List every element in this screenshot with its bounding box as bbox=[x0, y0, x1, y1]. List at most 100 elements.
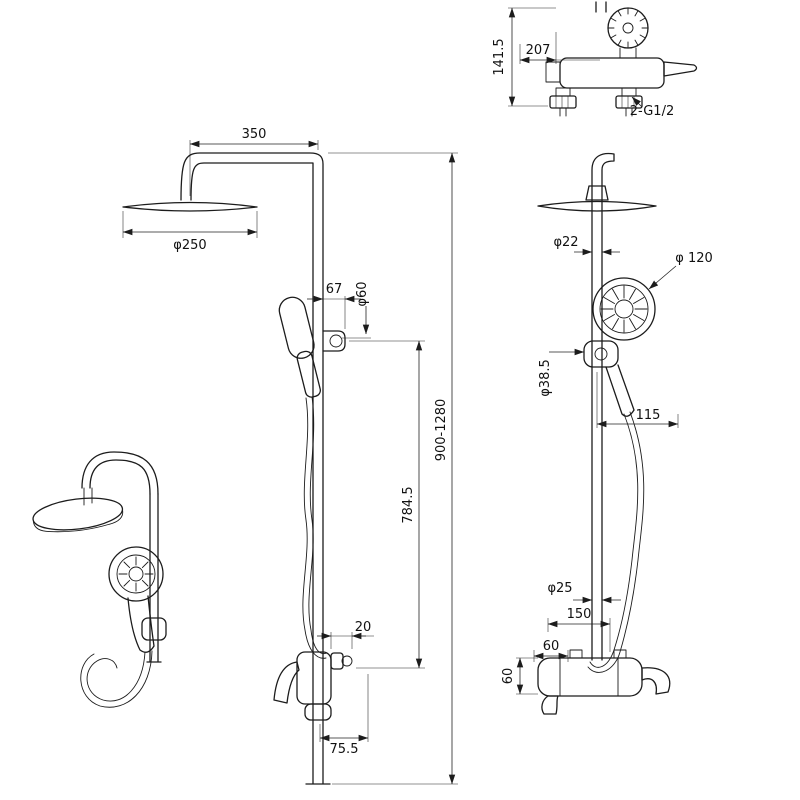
mixer-spout bbox=[304, 703, 332, 721]
riser-pipe bbox=[180, 152, 331, 785]
dim-total-height: 900-1280 bbox=[328, 152, 458, 785]
side-rain-head bbox=[537, 185, 657, 212]
detail-lever bbox=[663, 61, 698, 77]
dim-head-diameter-label: φ250 bbox=[173, 238, 206, 253]
detail-stub-right bbox=[621, 87, 637, 97]
dim-hand-shower-diameter: φ 120 bbox=[648, 251, 713, 290]
detail-nut-hatch bbox=[555, 96, 635, 108]
dim-outlet-offset: 20 bbox=[317, 620, 374, 649]
hand-shower-handle bbox=[296, 350, 321, 398]
hand-shower-face bbox=[592, 277, 656, 341]
side-holder-knob bbox=[594, 347, 608, 361]
dim-detail-height-label: 141.5 bbox=[492, 38, 507, 75]
persp-rain-head-top bbox=[32, 497, 124, 531]
side-hand-shower bbox=[592, 277, 656, 341]
side-hand-handle bbox=[605, 364, 635, 417]
side-riser-pipe bbox=[591, 152, 615, 661]
dim-depth-label: 115 bbox=[636, 408, 661, 423]
dim-pipe-diameter-label: φ22 bbox=[553, 235, 578, 250]
detail-handle-wheel bbox=[607, 7, 649, 49]
persp-rain-head-rim bbox=[32, 510, 124, 533]
persp-hand-hub bbox=[128, 566, 144, 582]
detail-nut-right bbox=[615, 95, 643, 109]
persp-hand-face bbox=[108, 546, 164, 602]
side-mixer-lever bbox=[641, 667, 671, 695]
detail-handle-knurl bbox=[608, 8, 648, 48]
dim-holder-diameter-label: φ60 bbox=[355, 281, 370, 306]
persp-bracket bbox=[141, 617, 167, 641]
persp-hand-handle bbox=[127, 595, 155, 653]
detail-view: 141.5 207 2-G1/2 bbox=[492, 1, 698, 119]
hand-shower-hub bbox=[614, 299, 634, 319]
detail-stub-left bbox=[555, 87, 571, 97]
hand-shower-spokes bbox=[600, 285, 648, 333]
mixer-body bbox=[296, 651, 332, 705]
persp-riser bbox=[146, 493, 162, 663]
dim-side-holder-diameter-label: φ38.5 bbox=[538, 359, 553, 397]
diverter-stub bbox=[330, 652, 344, 670]
dim-lower-pipe-diameter: φ25 bbox=[547, 581, 621, 604]
diverter-knob bbox=[341, 655, 353, 667]
side-mixer-seams bbox=[559, 657, 619, 697]
persp-hose bbox=[80, 650, 153, 708]
thread-callout: 2-G1/2 bbox=[630, 96, 674, 119]
dim-holder-offset-label: 67 bbox=[326, 282, 343, 297]
dim-spout-offset-side: 60 bbox=[533, 639, 569, 662]
dim-detail-length: 207 bbox=[519, 32, 600, 64]
dim-side-holder-diameter: φ38.5 bbox=[538, 348, 585, 397]
dim-arm-length: 350 bbox=[189, 127, 319, 196]
side-mixer-body bbox=[537, 657, 643, 697]
dim-outlet-offset-label: 20 bbox=[355, 620, 372, 635]
persp-hand-shower bbox=[108, 546, 164, 653]
dim-detail-length-label: 207 bbox=[526, 43, 551, 58]
detail-left-block bbox=[545, 61, 561, 83]
dim-spout-offset-label: 75.5 bbox=[330, 742, 359, 757]
side-hose bbox=[587, 411, 645, 673]
wall-union-left bbox=[569, 649, 583, 659]
shower-hose bbox=[302, 396, 328, 659]
front-view: 350 φ250 67 φ60 900-1280 bbox=[122, 127, 458, 785]
side-mixer-spout bbox=[541, 695, 559, 715]
dim-riser-height: 784.5 bbox=[349, 340, 425, 669]
dim-lower-pipe-diameter-label: φ25 bbox=[547, 581, 572, 596]
detail-nut-tails bbox=[559, 107, 633, 117]
dim-holder-offset: 67 bbox=[307, 282, 361, 329]
persp-rain-head bbox=[32, 497, 124, 533]
dim-detail-height: 141.5 bbox=[492, 7, 556, 107]
hand-shower bbox=[278, 296, 321, 398]
thread-label: 2-G1/2 bbox=[630, 104, 674, 119]
dim-depth: 115 bbox=[596, 372, 679, 428]
shower-holder bbox=[322, 330, 346, 352]
persp-hand-ring bbox=[116, 554, 156, 594]
detail-handle-stem bbox=[619, 47, 637, 59]
persp-head-stem bbox=[83, 487, 93, 506]
detail-nut-left bbox=[549, 95, 577, 109]
detail-handle-hub bbox=[622, 22, 634, 34]
dim-holder-diameter: φ60 bbox=[342, 281, 371, 339]
dim-body-length: 150 bbox=[547, 607, 611, 652]
mixer-lever bbox=[273, 661, 300, 704]
dim-body-length-label: 150 bbox=[567, 607, 592, 622]
persp-hand-spokes bbox=[118, 556, 154, 592]
dim-pipe-diameter: φ22 bbox=[553, 220, 620, 258]
detail-mixer-body bbox=[559, 57, 665, 89]
dim-riser-height-label: 784.5 bbox=[401, 486, 416, 523]
rain-shower-head bbox=[122, 201, 258, 212]
dim-body-height: 60 bbox=[501, 657, 538, 695]
dim-spout-offset-side-label: 60 bbox=[543, 639, 560, 654]
hand-shower-ring bbox=[599, 284, 649, 334]
persp-arm bbox=[81, 451, 159, 495]
side-view: φ22 φ 120 φ38.5 115 φ25 150 bbox=[501, 152, 713, 715]
dim-hand-shower-diameter-label: φ 120 bbox=[675, 251, 713, 266]
detail-pipe bbox=[595, 1, 607, 13]
side-holder bbox=[583, 340, 619, 368]
dim-head-diameter: φ250 bbox=[122, 211, 258, 253]
perspective-view bbox=[32, 451, 167, 708]
dim-spout-offset: 75.5 bbox=[319, 674, 369, 757]
dim-total-height-label: 900-1280 bbox=[434, 399, 449, 462]
dim-arm-length-label: 350 bbox=[242, 127, 267, 142]
holder-knob bbox=[329, 334, 343, 348]
dim-body-height-label: 60 bbox=[501, 668, 516, 685]
